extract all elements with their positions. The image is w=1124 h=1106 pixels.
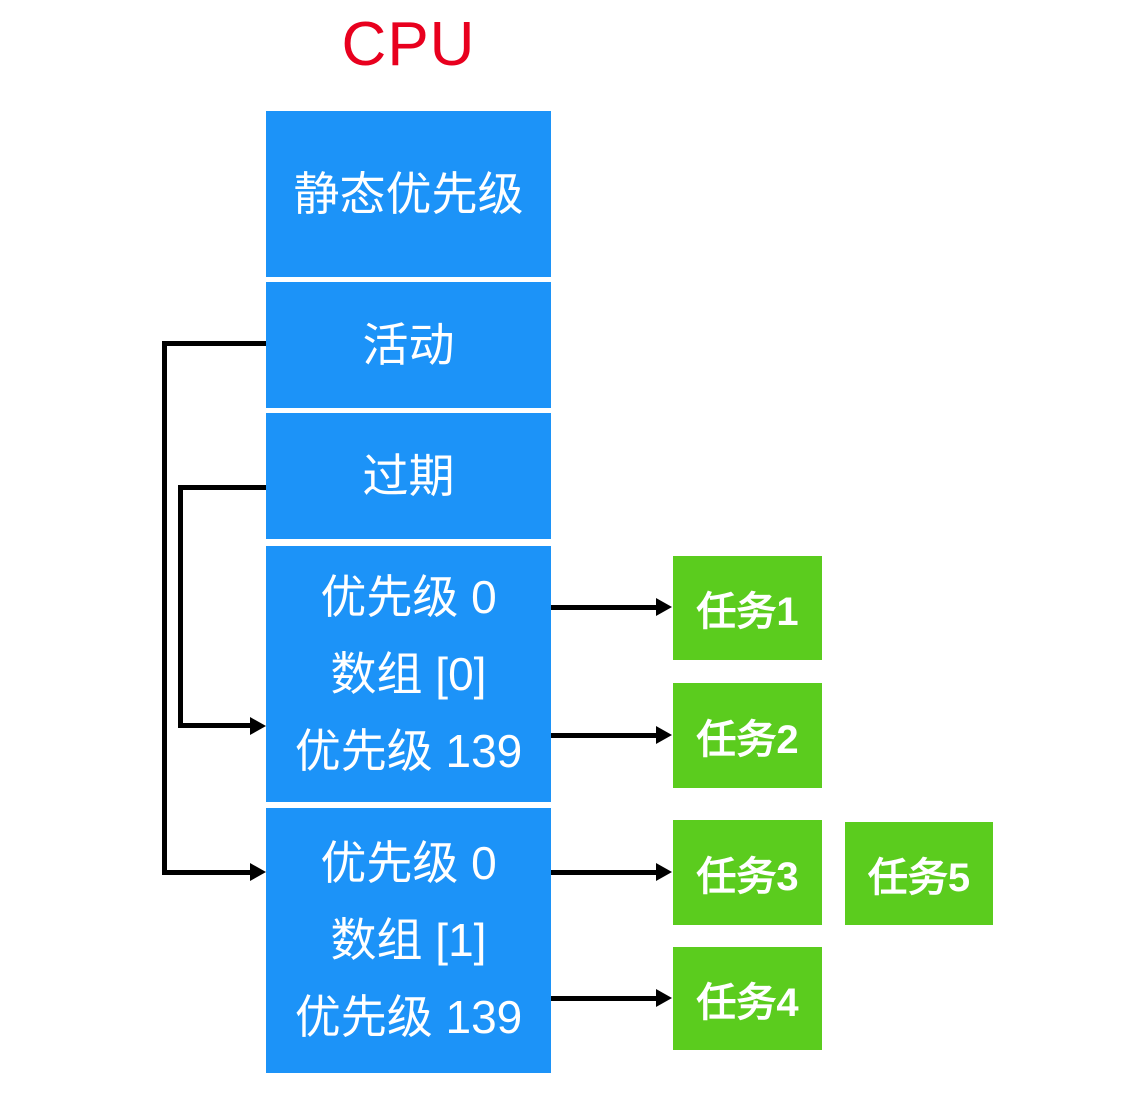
priority-139-label: 优先级 139: [294, 724, 523, 777]
task-label: 任务1: [696, 590, 799, 634]
section-priority-array-0: 优先级 0 数组 [0] 优先级 139: [266, 546, 551, 802]
array-0-label: 数组 [0]: [330, 647, 487, 700]
priority-0-label: 优先级 0: [320, 570, 497, 623]
connector-segment: [162, 870, 251, 875]
arrow-head-icon: [250, 717, 266, 735]
task-label: 任务3: [696, 854, 799, 899]
cpu-title: CPU: [341, 10, 476, 79]
arrow-head-icon: [656, 598, 672, 616]
task-box-3: 任务3: [673, 820, 822, 925]
task-box-2: 任务2: [673, 683, 822, 788]
array-1-label: 数组 [1]: [330, 914, 487, 966]
connector-segment: [551, 733, 657, 738]
connector-segment: [178, 485, 183, 728]
section-static-priority: 静态优先级: [266, 111, 551, 277]
connector-segment: [178, 485, 266, 490]
arrow-head-icon: [250, 863, 266, 881]
connector-segment: [178, 723, 251, 728]
scheduler-column: 静态优先级 活动 过期 优先级 0 数组 [0] 优先级 139 优先级 0 数…: [266, 111, 551, 1073]
arrow-head-icon: [656, 863, 672, 881]
connector-segment: [162, 341, 266, 346]
priority-0-label: 优先级 0: [320, 837, 497, 889]
connector-segment: [162, 341, 167, 875]
task-label: 任务4: [696, 980, 799, 1025]
task-box-4: 任务4: [673, 947, 822, 1050]
arrow-head-icon: [656, 989, 672, 1007]
section-active-queue: 活动: [266, 282, 551, 408]
section-priority-array-1: 优先级 0 数组 [1] 优先级 139: [266, 808, 551, 1073]
connector-segment: [551, 870, 657, 875]
section-label: 活动: [362, 318, 455, 371]
arrow-head-icon: [656, 726, 672, 744]
task-box-5: 任务5: [845, 822, 993, 925]
section-expired-queue: 过期: [266, 413, 551, 539]
task-box-1: 任务1: [673, 556, 822, 660]
section-label: 静态优先级: [293, 167, 524, 220]
task-label: 任务5: [867, 855, 971, 900]
connector-segment: [551, 605, 657, 610]
priority-139-label: 优先级 139: [294, 991, 523, 1043]
connector-segment: [551, 996, 657, 1001]
section-label: 过期: [362, 449, 455, 502]
task-label: 任务2: [696, 717, 799, 762]
